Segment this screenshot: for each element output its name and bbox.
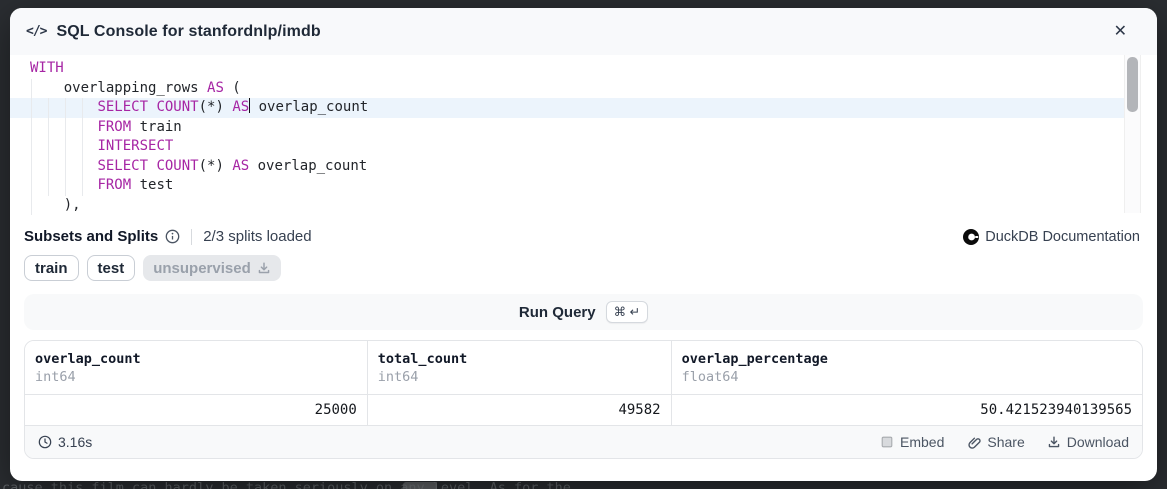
editor-scrollbar-track[interactable] [1124, 55, 1141, 213]
download-split-icon [257, 261, 271, 275]
results-table: overlap_count int64 total_count int64 ov… [24, 340, 1143, 459]
duckdb-logo-icon [963, 229, 979, 245]
share-button[interactable]: Share [966, 434, 1024, 450]
split-label: train [35, 260, 68, 277]
modal-header: </> SQL Console for stanfordnlp/imdb ✕ [10, 8, 1157, 55]
query-duration: 3.16s [38, 434, 92, 450]
table-cell-overlap-percentage: 50.421523940139565 [671, 395, 1142, 426]
code-line[interactable]: INTERSECT [10, 137, 1125, 157]
code-line[interactable]: ), [10, 196, 1125, 216]
download-label: Download [1067, 434, 1129, 450]
code-line[interactable]: FROM train [10, 118, 1125, 138]
run-query-shortcut: ⌘ ↵ [606, 301, 648, 323]
column-name: overlap_percentage [682, 351, 1132, 367]
code-icon: </> [26, 24, 46, 39]
table-cell-total-count: 49582 [367, 395, 671, 426]
column-name: total_count [378, 351, 661, 367]
indent-guide [31, 79, 32, 215]
run-query-button[interactable]: Run Query ⌘ ↵ [24, 294, 1143, 330]
column-name: overlap_count [35, 351, 357, 367]
embed-button[interactable]: Embed [880, 434, 944, 450]
vertical-divider [191, 229, 192, 245]
sql-console-modal: </> SQL Console for stanfordnlp/imdb ✕ W… [10, 8, 1157, 481]
editor-scrollbar-thumb[interactable] [1127, 57, 1138, 112]
code-line[interactable]: SELECT COUNT(*) AS overlap_count [10, 98, 1125, 118]
code-line[interactable]: FROM test [10, 176, 1125, 196]
embed-label: Embed [900, 434, 944, 450]
link-icon [966, 435, 981, 450]
download-icon [1047, 435, 1061, 449]
splits-pills-row: train test unsupervised [10, 245, 1157, 281]
split-label: test [98, 260, 125, 277]
background-page-chip [403, 482, 437, 489]
code-lines: WITH overlapping_rows AS ( SELECT COUNT(… [10, 59, 1157, 215]
split-label: unsupervised [153, 260, 251, 277]
column-header-overlap-percentage: overlap_percentage float64 [671, 341, 1142, 395]
close-icon[interactable]: ✕ [1110, 20, 1131, 44]
results-footer: 3.16s Embed S [25, 426, 1142, 458]
subsets-title: Subsets and Splits [24, 228, 158, 245]
split-pill-unsupervised[interactable]: unsupervised [143, 255, 281, 281]
embed-icon [880, 435, 894, 449]
split-pill-test[interactable]: test [87, 255, 136, 281]
column-header-total-count: total_count int64 [367, 341, 671, 395]
download-button[interactable]: Download [1047, 434, 1129, 450]
splits-loaded-status: 2/3 splits loaded [203, 228, 311, 245]
background-page-text: cause this film can hardly be taken seri… [2, 480, 571, 489]
result-actions: Embed Share Downlo [880, 434, 1129, 450]
column-type: int64 [378, 369, 661, 385]
share-label: Share [987, 434, 1024, 450]
duckdb-documentation-label: DuckDB Documentation [985, 229, 1140, 245]
modal-title: SQL Console for stanfordnlp/imdb [56, 23, 320, 41]
indent-guide [48, 98, 49, 196]
code-line[interactable]: WITH [10, 59, 1125, 79]
subsets-header-row: Subsets and Splits 2/3 splits loaded Duc… [10, 215, 1157, 245]
split-pill-train[interactable]: train [24, 255, 79, 281]
code-line[interactable]: SELECT COUNT(*) AS overlap_count [10, 157, 1125, 177]
clock-icon [38, 435, 52, 449]
sql-editor[interactable]: WITH overlapping_rows AS ( SELECT COUNT(… [10, 55, 1157, 215]
run-query-label: Run Query [519, 304, 596, 321]
column-header-overlap-count: overlap_count int64 [25, 341, 367, 395]
indent-guide [82, 98, 83, 196]
code-line[interactable]: overlapping_rows AS ( [10, 79, 1125, 99]
table-cell-overlap-count: 25000 [25, 395, 367, 426]
duckdb-documentation-link[interactable]: DuckDB Documentation [963, 229, 1140, 245]
column-type: float64 [682, 369, 1132, 385]
indent-guide [65, 98, 66, 196]
query-duration-value: 3.16s [58, 434, 92, 450]
info-icon[interactable] [165, 229, 180, 244]
column-type: int64 [35, 369, 357, 385]
